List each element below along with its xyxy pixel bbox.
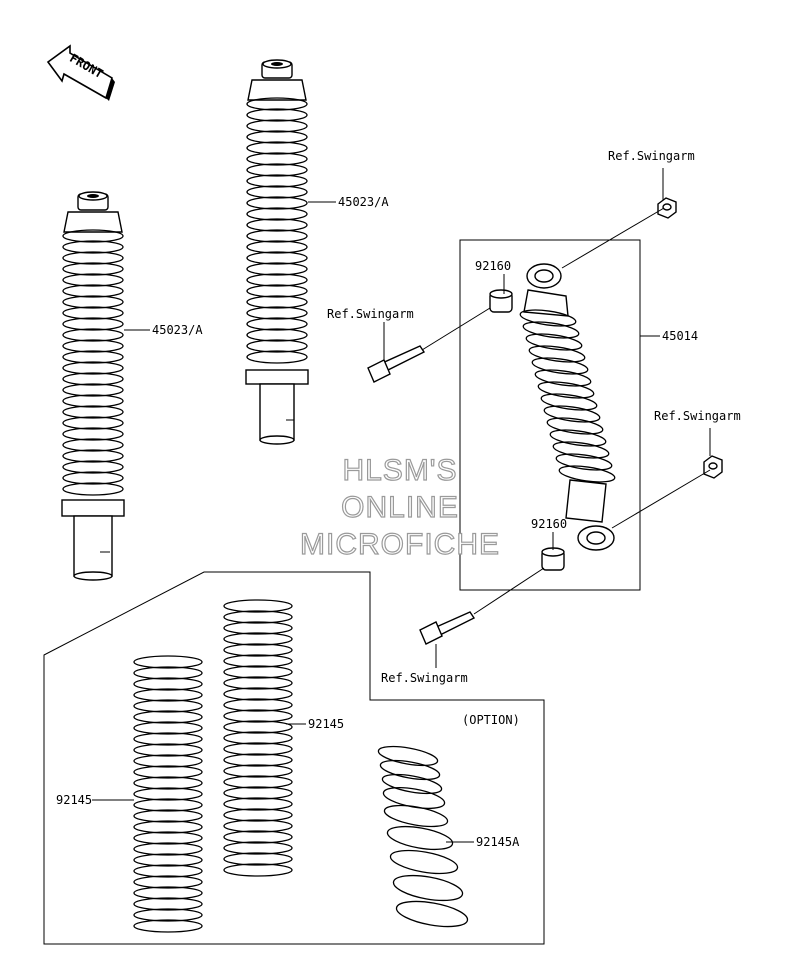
part-number-92145a: 92145A: [476, 835, 520, 849]
part-number-45023a-upper: 45023/A: [338, 195, 389, 209]
part-number-92160-upper: 92160: [475, 259, 511, 273]
shock-absorber-45014: [519, 263, 616, 551]
nut-lower: [703, 455, 723, 479]
part-number-92145-center: 92145: [308, 717, 344, 731]
ref-swingarm-lower-right: Ref.Swingarm: [654, 409, 741, 423]
part-number-45023a-lower: 45023/A: [152, 323, 203, 337]
ref-swingarm-upper-right: Ref.Swingarm: [608, 149, 695, 163]
option-label: (OPTION): [462, 713, 520, 727]
bolt-upper: [367, 345, 426, 383]
watermark-line-3: MICROFICHE: [300, 528, 500, 561]
ref-swingarm-upper-left: Ref.Swingarm: [327, 307, 414, 321]
part-number-45014: 45014: [662, 329, 698, 343]
shock-absorber-upper: [245, 59, 309, 445]
watermark-line-1: HLSM'S: [342, 454, 457, 487]
spring-92145a-option: [377, 745, 469, 928]
shock-absorber-lower: [61, 191, 125, 581]
front-arrow-icon: FRONT: [46, 44, 115, 101]
part-number-92145-left: 92145: [56, 793, 92, 807]
collar-lower: [541, 547, 565, 571]
spring-92145-left: [133, 655, 203, 933]
spring-92145-center: [223, 599, 293, 877]
part-number-92160-lower: 92160: [531, 517, 567, 531]
bolt-lower: [419, 611, 476, 645]
nut-upper: [657, 197, 677, 219]
ref-swingarm-lower: Ref.Swingarm: [381, 671, 468, 685]
option-group-frame: [43, 571, 545, 945]
watermark-line-2: ONLINE: [341, 491, 459, 524]
shock-45014-frame: [459, 239, 641, 591]
collar-upper: [489, 289, 513, 313]
